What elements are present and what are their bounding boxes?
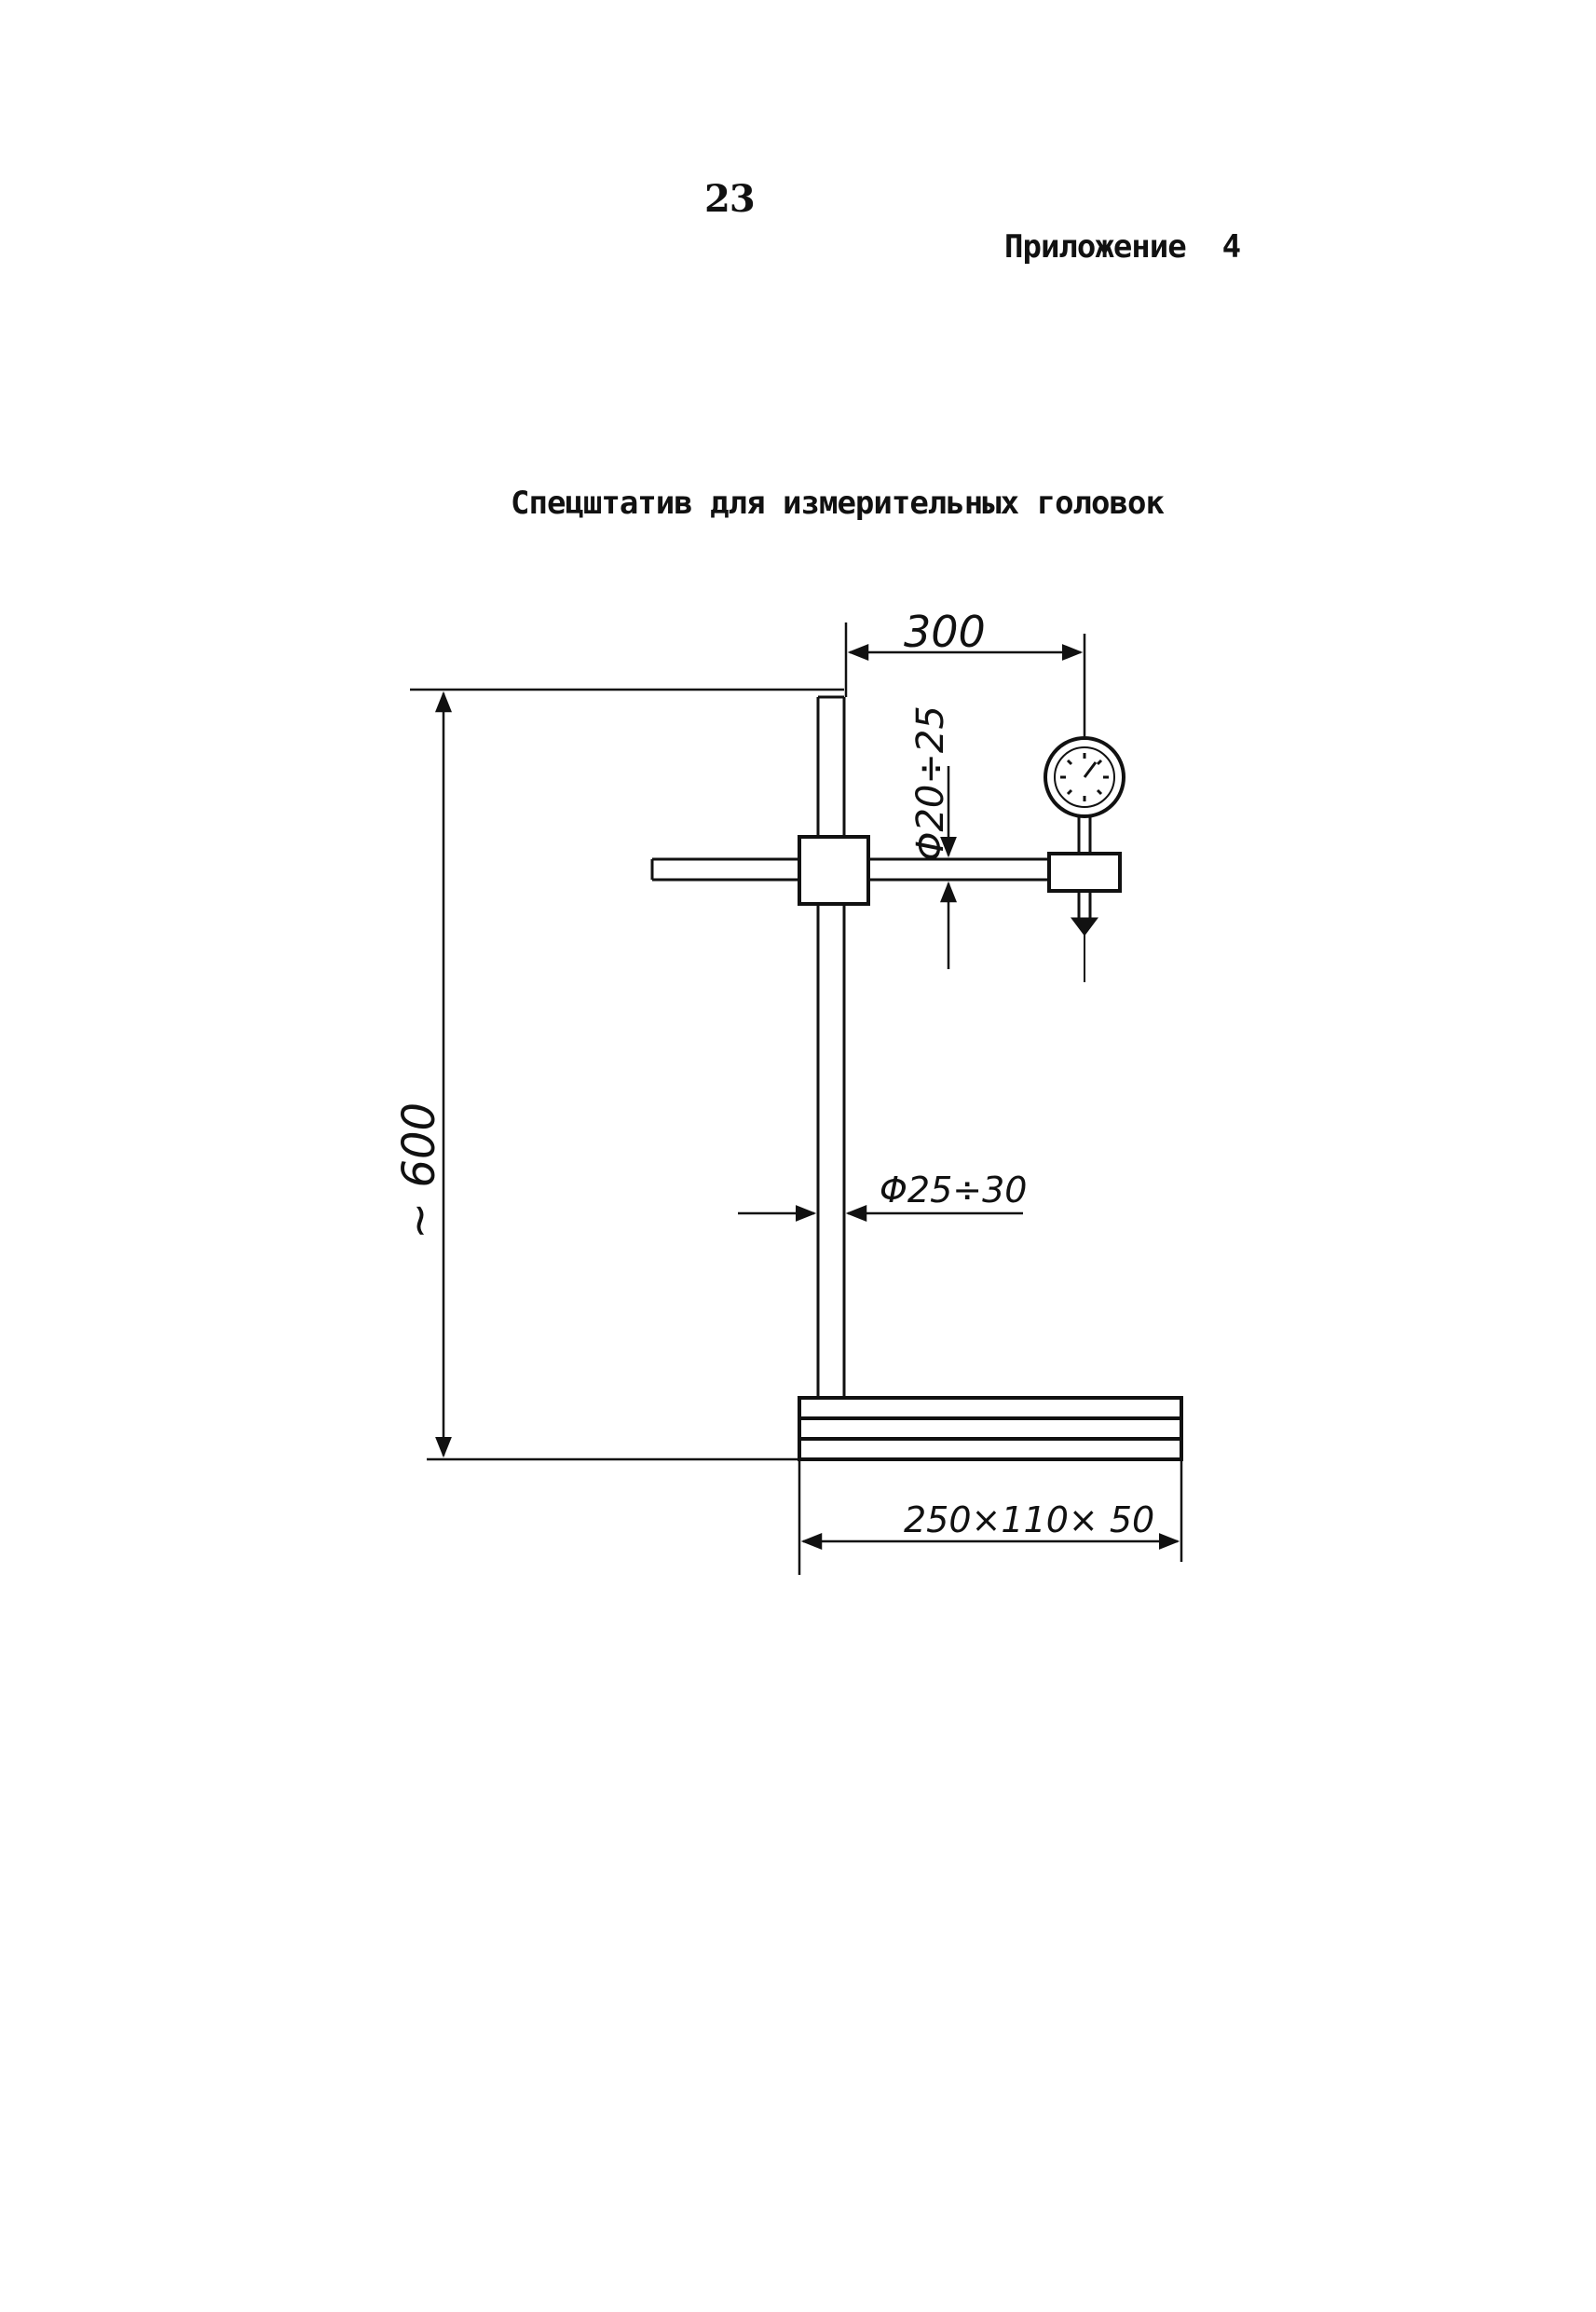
dial-indicator xyxy=(1044,736,1125,982)
page-number: 23 xyxy=(704,177,756,221)
appendix-label: Приложение 4 xyxy=(1004,228,1241,266)
column xyxy=(816,695,846,1398)
base-plate xyxy=(798,1396,1183,1461)
indicator-holder xyxy=(1047,852,1122,893)
dimension-crossbar-diameter-label: Φ20÷25 xyxy=(909,705,952,861)
dimension-base xyxy=(798,1459,1183,1575)
dimension-base-label: 250×110× 50 xyxy=(904,1499,1154,1540)
diagram-title: Спецштатив для измерительных головок xyxy=(511,485,1165,522)
dimension-300 xyxy=(844,622,1086,736)
dimension-600 xyxy=(410,688,844,1461)
dimension-height-label: ~ 600 xyxy=(393,1102,445,1239)
clamp-block xyxy=(798,835,870,906)
dimension-column-diameter-label: Φ25÷30 xyxy=(880,1170,1027,1211)
dimension-300-label: 300 xyxy=(904,607,986,657)
